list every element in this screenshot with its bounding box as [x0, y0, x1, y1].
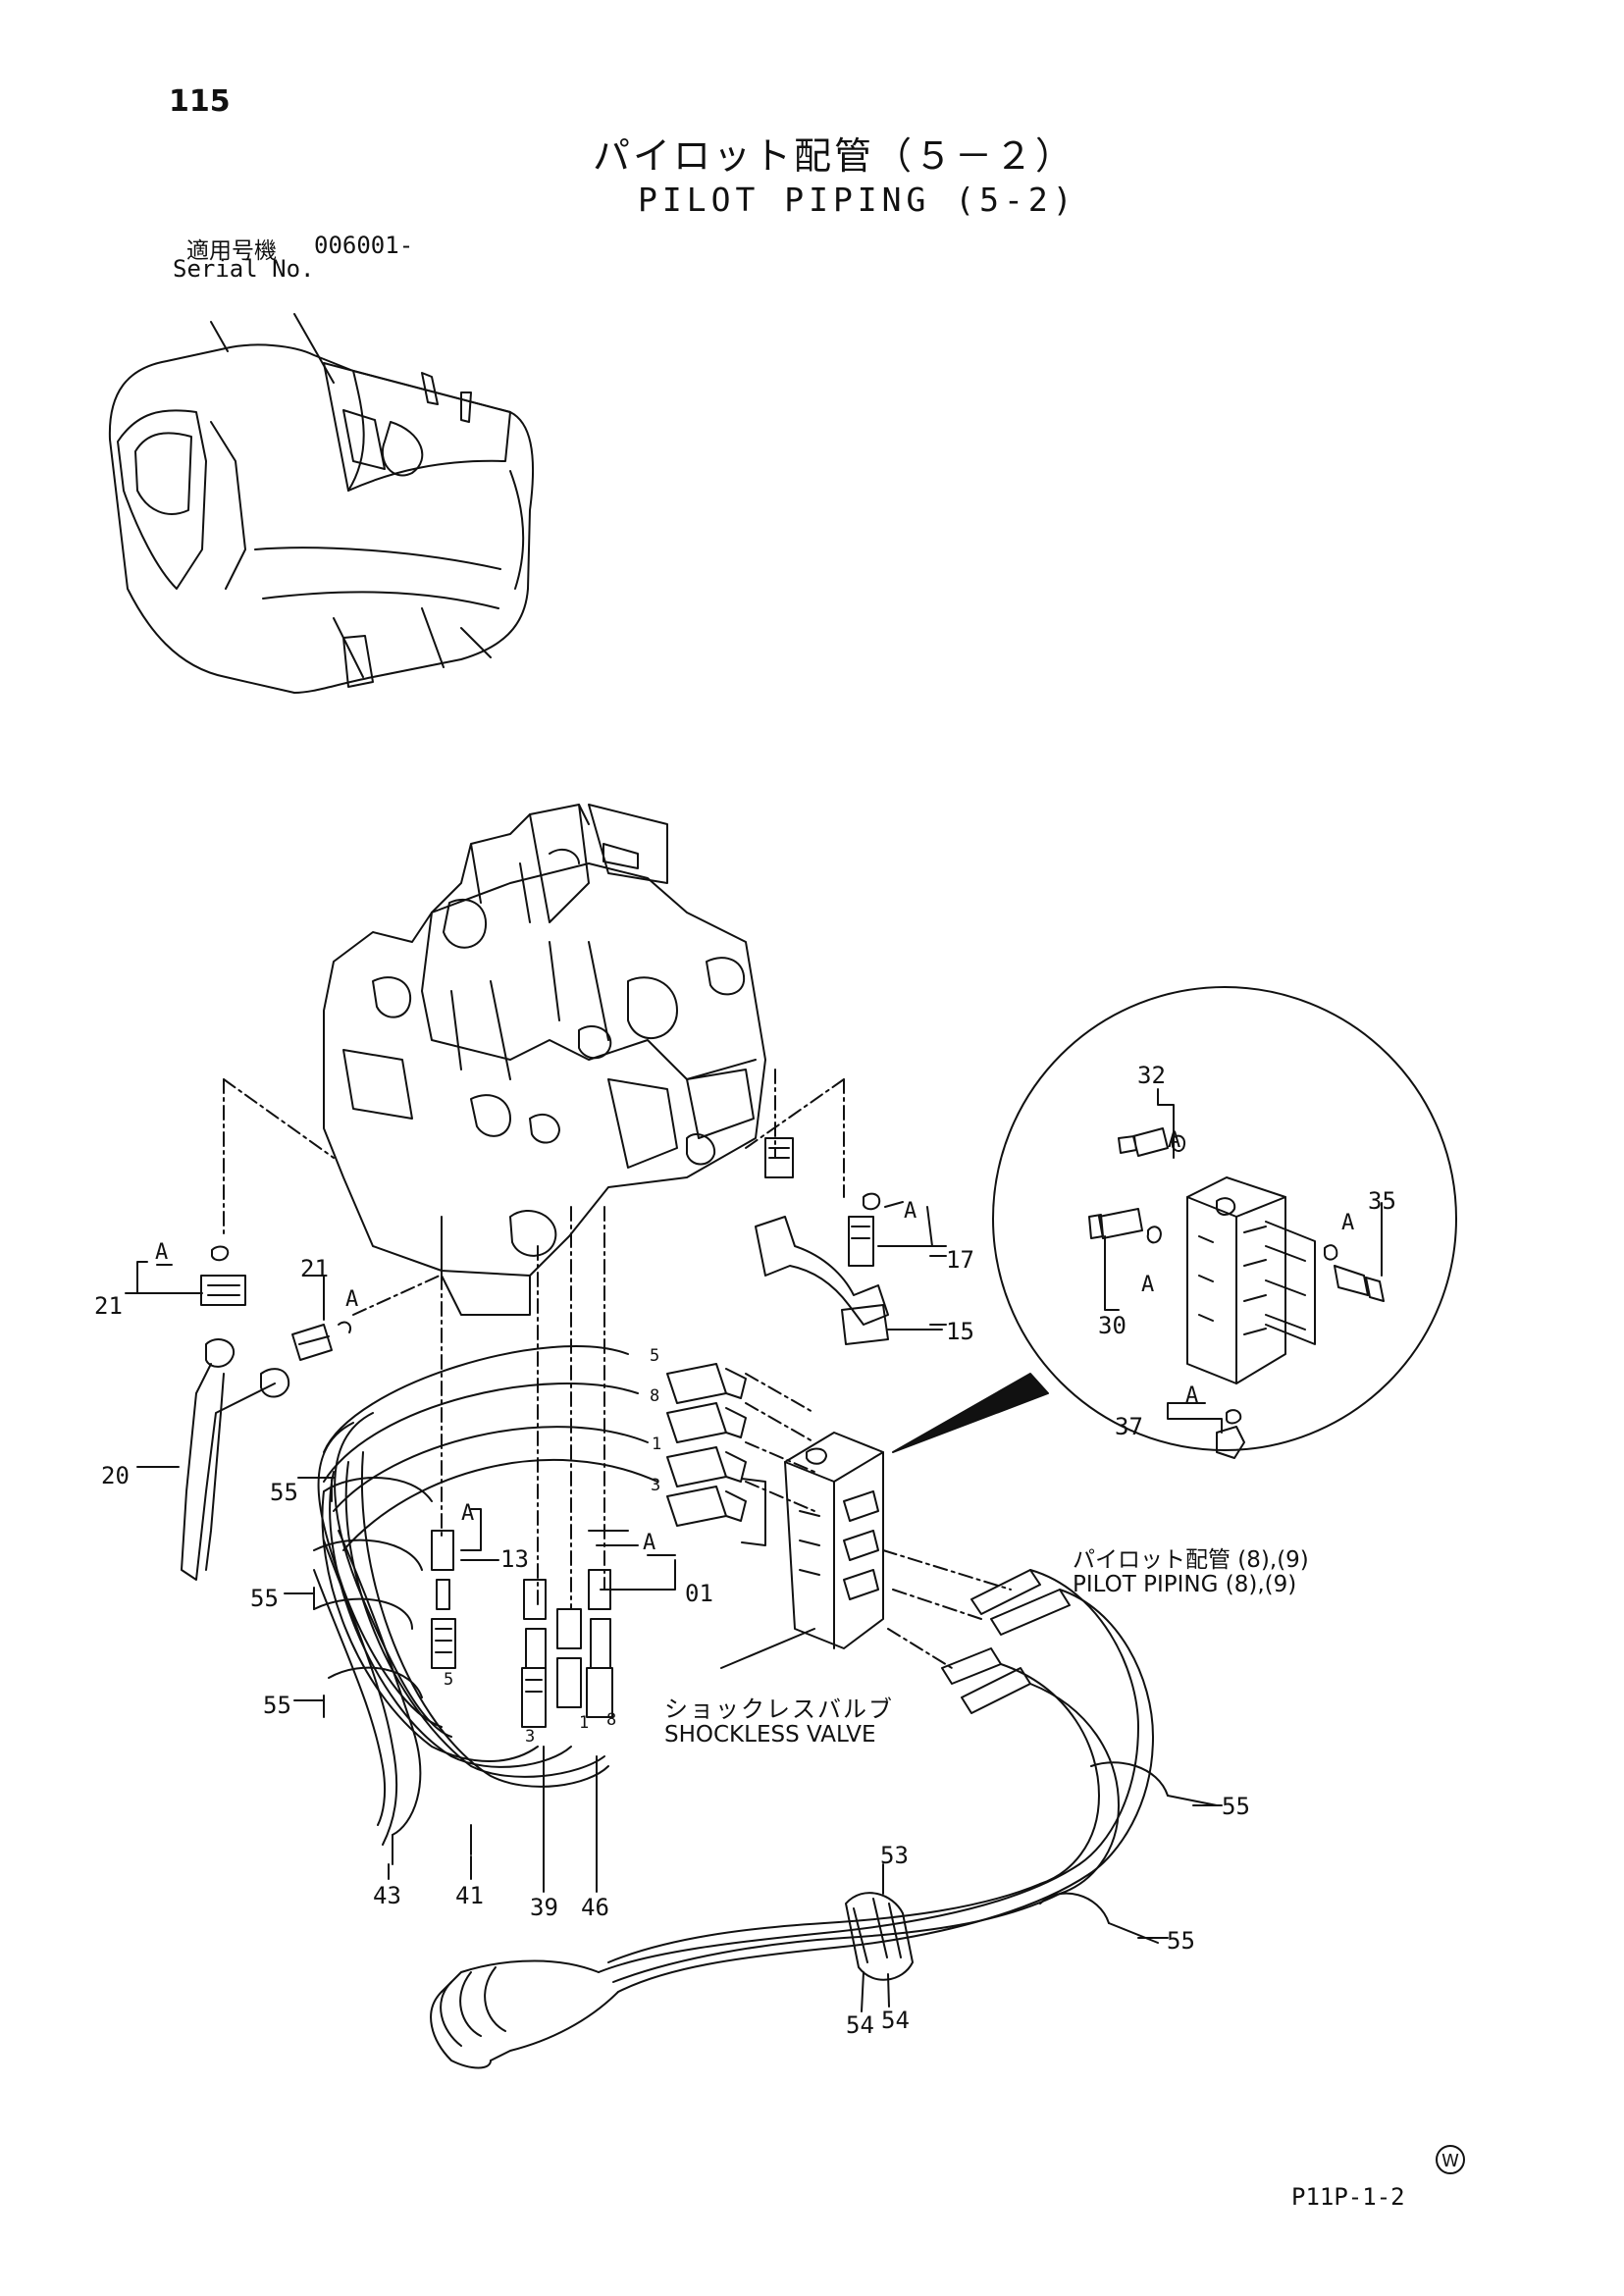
hose-number-tag: 5	[444, 1670, 454, 1690]
callout-15: 15	[946, 1318, 974, 1345]
shockless-valve-body	[721, 1433, 883, 1668]
page-number: 115	[169, 84, 231, 119]
hose-number-tag: 1	[579, 1713, 590, 1733]
callout-53: 53	[880, 1842, 909, 1869]
callout-41: 41	[455, 1882, 484, 1909]
callout-01: 01	[685, 1580, 713, 1607]
callout-55-right-upper: 55	[1222, 1793, 1250, 1820]
serial-number-value: 006001-	[314, 232, 414, 259]
circled-w-mark: W	[1436, 2145, 1465, 2174]
callout-55-mid: 55	[250, 1585, 279, 1612]
pilot-piping-ref-english: PILOT PIPING (8),(9)	[1073, 1572, 1297, 1597]
hose-fittings-to-shockless-valve	[667, 1364, 746, 1526]
ref-mark-a: A	[1185, 1383, 1199, 1408]
pilot-piping-ref-japanese: パイロット配管 (8),(9)	[1073, 1547, 1309, 1573]
ref-mark-a: A	[643, 1531, 656, 1555]
callout-30: 30	[1098, 1312, 1126, 1339]
ref-mark-a: A	[461, 1501, 475, 1526]
fitting-21	[126, 1247, 350, 1360]
hose-number-tag: 8	[650, 1386, 660, 1406]
page-title-japanese: パイロット配管（５－２）	[593, 134, 1076, 178]
control-valve-assembly	[324, 805, 765, 1315]
hose-number-tag: 8	[606, 1710, 617, 1730]
callout-55-top: 55	[270, 1479, 298, 1506]
callout-43: 43	[373, 1882, 401, 1909]
elbow-pipe-20	[137, 1339, 288, 1580]
hose-number-tag: 1	[652, 1435, 662, 1454]
shockless-valve-label-japanese: ショックレスバルブ	[664, 1696, 894, 1723]
ref-mark-a: A	[155, 1240, 169, 1265]
dash-dot-leader-lines	[224, 1070, 1011, 1668]
hose-number-tag: 3	[525, 1727, 536, 1747]
fittings-15-17	[756, 1138, 946, 1344]
ref-mark-a: A	[1341, 1211, 1355, 1235]
fittings-13-01	[432, 1509, 675, 1727]
hose-number-tag: 3	[651, 1476, 661, 1495]
callout-leader-lines	[157, 1256, 1222, 1938]
callout-55-right-lower: 55	[1167, 1927, 1195, 1955]
callout-37: 37	[1115, 1413, 1143, 1440]
document-code: P11P-1-2	[1291, 2183, 1405, 2211]
shockless-valve-label-english: SHOCKLESS VALVE	[664, 1722, 876, 1748]
serial-label-japanese: 適用号機	[186, 238, 277, 264]
callout-39: 39	[530, 1894, 558, 1921]
hose-bundle-left	[314, 1346, 657, 1889]
pilot-hose-bundle-right	[431, 1570, 1217, 2068]
callout-32: 32	[1137, 1062, 1166, 1089]
callout-21-left: 21	[94, 1292, 123, 1320]
ref-mark-a: A	[1141, 1273, 1155, 1297]
detail-view-circle	[893, 987, 1456, 1458]
hose-number-tag: 5	[650, 1346, 660, 1366]
callout-54-right: 54	[881, 2007, 910, 2034]
serial-label-english: Serial No.	[173, 255, 315, 283]
callout-13: 13	[500, 1545, 529, 1573]
callout-54-left: 54	[846, 2011, 874, 2039]
callout-55-bottom: 55	[263, 1692, 291, 1719]
callout-46: 46	[581, 1894, 609, 1921]
page-title-english: PILOT PIPING (5-2)	[638, 181, 1077, 219]
ref-mark-a: A	[345, 1287, 359, 1312]
callout-17: 17	[946, 1246, 974, 1274]
ref-mark-a: A	[904, 1199, 917, 1224]
excavator-overview-illustration	[110, 314, 533, 693]
callout-20: 20	[101, 1462, 130, 1489]
